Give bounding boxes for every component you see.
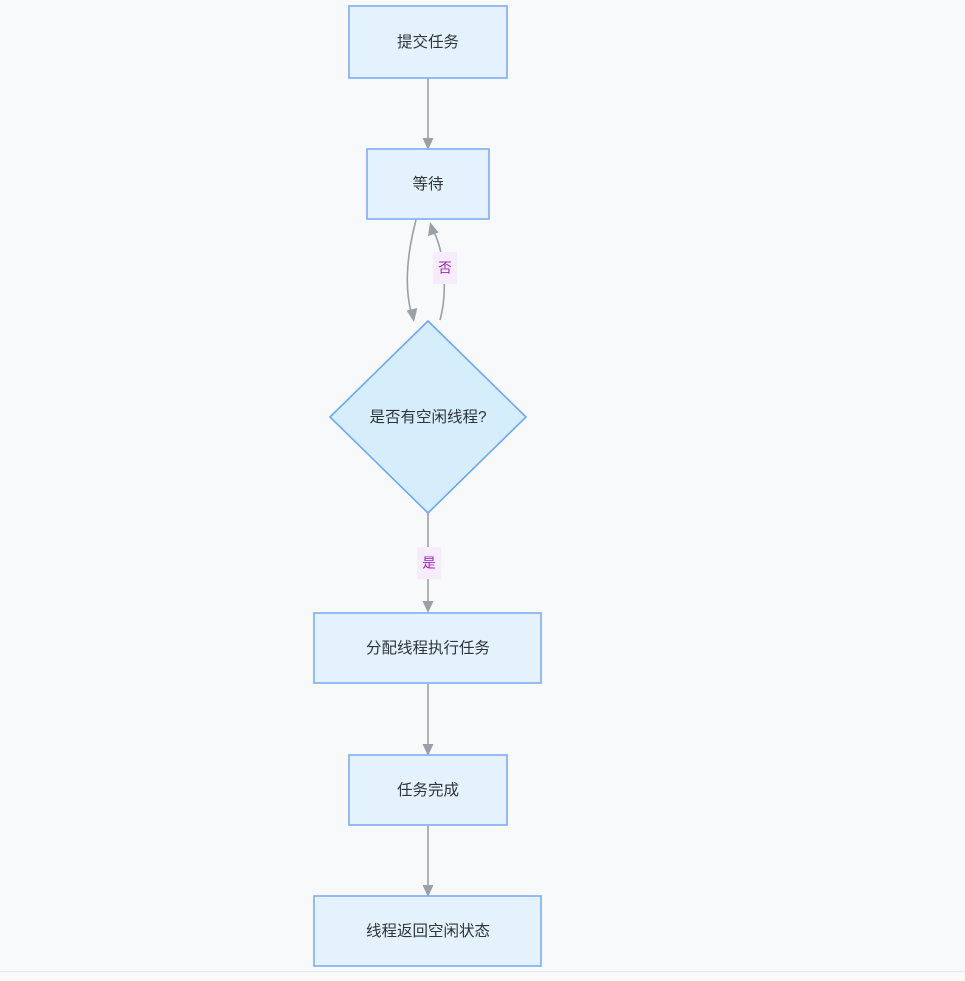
- arrow-head-icon: [428, 222, 439, 237]
- node-label: 任务完成: [397, 781, 459, 799]
- node-wait[interactable]: 等待: [366, 148, 490, 220]
- arrow-head-icon: [422, 138, 434, 150]
- edge-decision-to-wait-no: 否: [428, 222, 457, 321]
- edge-line: [406, 219, 417, 313]
- node-shape-rect[interactable]: [313, 895, 542, 967]
- bottom-divider: [0, 971, 965, 972]
- node-assign-thread[interactable]: 分配线程执行任务: [313, 612, 542, 684]
- node-task-complete[interactable]: 任务完成: [348, 754, 508, 826]
- node-label: 分配线程执行任务: [366, 639, 490, 657]
- arrow-head-icon: [422, 601, 434, 613]
- arrow-head-icon: [406, 308, 418, 322]
- node-shape-rect[interactable]: [366, 148, 490, 220]
- edge-assign-to-done: [422, 684, 434, 756]
- arrow-head-icon: [422, 885, 434, 897]
- edges-layer: 否 是: [406, 78, 457, 897]
- edge-label-no: 否: [438, 261, 452, 276]
- node-label: 提交任务: [397, 33, 459, 51]
- node-shape-diamond[interactable]: [328, 319, 528, 515]
- edge-label-background: [433, 252, 457, 284]
- edge-decision-to-assign-yes: 是: [417, 513, 441, 613]
- edge-wait-to-decision: [406, 219, 418, 322]
- node-thread-return-idle[interactable]: 线程返回空闲状态: [313, 895, 542, 967]
- edge-label-yes: 是: [422, 556, 436, 571]
- node-label: 等待: [412, 175, 443, 193]
- node-label: 线程返回空闲状态: [366, 922, 490, 940]
- node-shape-rect[interactable]: [348, 5, 508, 79]
- arrow-head-icon: [422, 744, 434, 756]
- node-label: 是否有空闲线程?: [369, 408, 487, 426]
- node-shape-rect[interactable]: [348, 754, 508, 826]
- node-shape-rect[interactable]: [313, 612, 542, 684]
- nodes-layer: 提交任务 等待 是否有空闲线程? 分配线程执行任务 任务完成 线程返回空闲状态: [313, 5, 542, 967]
- node-decision-idle-thread[interactable]: 是否有空闲线程?: [328, 319, 528, 515]
- edge-done-to-idle: [422, 826, 434, 897]
- edge-submit-to-wait: [422, 78, 434, 150]
- node-submit-task[interactable]: 提交任务: [348, 5, 508, 79]
- edge-label-background: [417, 547, 441, 579]
- bottom-strip: [0, 972, 965, 981]
